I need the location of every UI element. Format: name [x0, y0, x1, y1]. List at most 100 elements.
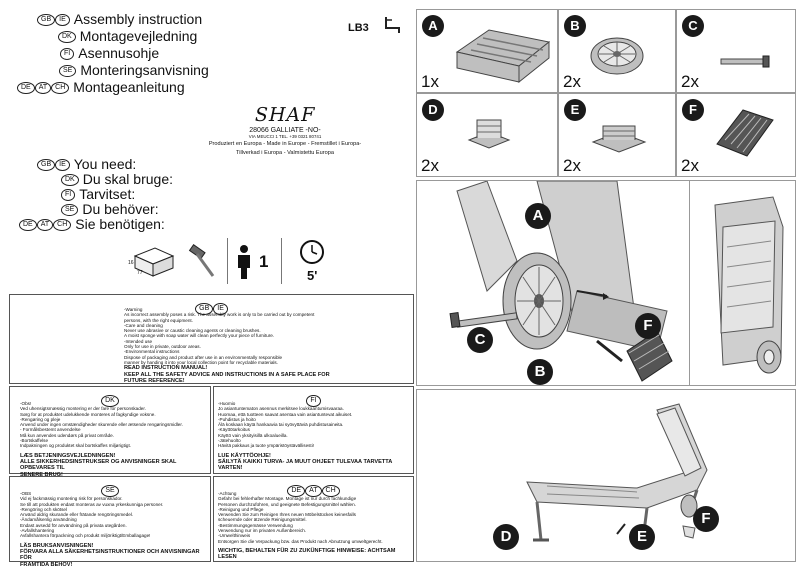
callout-d: D [493, 524, 519, 550]
assembly-step-panel: A C B F [416, 180, 796, 386]
part-cell-a: A 1x [416, 9, 558, 93]
box-icon [133, 247, 175, 277]
warning-text: -OBS Vid ej fackmässig montering risk fö… [20, 491, 210, 568]
badge-row: SE [10, 479, 210, 497]
line: -OBS [20, 491, 32, 496]
part-label: A [422, 15, 444, 37]
badge: FI [60, 47, 75, 60]
tools-row: 16 77 1 5' [125, 238, 345, 286]
line: -Bortskaffelse [20, 438, 48, 444]
part-quantity: 1x [421, 72, 439, 91]
part-label: C [682, 15, 704, 37]
badge: CH [51, 81, 70, 94]
line: LÄS BRUKSANVISNINGEN! [20, 542, 94, 549]
line: FUTURE REFERENCE! [124, 377, 185, 384]
line: -Umwelthinweis [218, 533, 251, 539]
need-row: DK Du skal bruge: [61, 172, 278, 187]
line: WICHTIG, BEHALTEN FÜR ZU ZUKÜNFTIGE HINW… [218, 547, 396, 561]
backrest-icon [455, 29, 551, 84]
badge: DK [58, 30, 76, 43]
badge: DE [287, 485, 306, 497]
part-cell-f: F 2x [676, 93, 796, 177]
wheel-assembly-illustration [449, 181, 673, 382]
sun-lounger-illustration [526, 403, 708, 542]
need-text: You need: [73, 156, 137, 172]
badge: SE [61, 203, 79, 216]
badge: SE [101, 485, 119, 497]
parts-grid: A 1x B 2x C 2x D [416, 9, 796, 177]
badge: IE [55, 13, 70, 26]
line: Only for use in private, outdoor areas. [124, 344, 201, 350]
line: Verwendung nur im privaten Außenbereich. [218, 528, 307, 534]
line: -Obs! [20, 401, 32, 406]
company-contact: VIA MEUCCI 1 TEL. +39 0321 80741 [248, 134, 322, 139]
line: Se till att produkten endast monteras av… [20, 501, 164, 507]
part-label: B [564, 15, 586, 37]
part-cell-d: D 2x [416, 93, 558, 177]
part-cell-c: C 2x [676, 9, 796, 93]
divider [689, 181, 690, 385]
line: Käyttö vain yksityisillä ulkoalueilla. [218, 432, 288, 438]
axle-pin-icon [720, 55, 770, 68]
line: KEEP ALL THE SAFETY ADVICE AND INSTRUCTI… [124, 371, 330, 378]
hammer-icon [188, 244, 215, 277]
line: READ INSTRUCTION MANUAL! [124, 365, 208, 372]
persons-count: 1 [259, 252, 269, 271]
part-cell-b: B 2x [558, 9, 676, 93]
part-label: E [564, 99, 586, 121]
line: -Achtung [218, 491, 237, 496]
line: SENERE BRUG! [20, 471, 63, 478]
line: ALLE SIKKERHEDSINSTRUKSER OG ANVISNINGER… [20, 458, 177, 472]
callout-f-2: F [693, 506, 719, 532]
box-dim-2: 77 [137, 270, 143, 276]
model-code: LB3 [348, 22, 369, 34]
badge: CH [53, 218, 72, 231]
warning-panel-se: SE -OBS Vid ej fackmässig montering risk… [9, 476, 211, 568]
divider [281, 238, 282, 284]
title-row: SE Monteringsanvisning [59, 63, 330, 78]
need-row: FI Tarvitset: [61, 187, 278, 202]
divider [227, 238, 228, 284]
badge: DE [19, 218, 37, 231]
line: LUE KÄYTTÖOHJE! [218, 452, 271, 459]
badge: FI [61, 188, 76, 201]
callout-a: A [525, 203, 551, 229]
warning-text: -Huomio Jo asiantuntematon asennus merki… [218, 401, 413, 472]
part-label: D [422, 99, 444, 121]
need-text: Du behöver: [82, 201, 159, 217]
warning-panel-dk: DK -Obs! Ved uhensigtsmæssig montering e… [9, 386, 211, 478]
line: LÆS BETJENINGSVEJLEDNINGEN! [20, 452, 116, 459]
line: Må kun anvendes udendørs på privat områd… [20, 432, 114, 438]
line: persons, with the right equipment. [124, 317, 193, 323]
line: A moist sponge with soap water will clea… [124, 333, 275, 339]
title-text: Montageanleitung [73, 79, 185, 95]
time-estimate: 5' [307, 268, 318, 283]
need-text: Sie benötigen: [75, 216, 165, 232]
line: As incorrect assembly poses a risk. The … [124, 312, 315, 318]
warning-text: -Obs! Ved uhensigtsmæssig montering er d… [20, 401, 210, 478]
line: Huomaa, että tuotteen saavat asentaa vai… [218, 411, 353, 417]
line: Never use abrasive or caustic cleaning a… [124, 328, 261, 334]
part-quantity: 2x [421, 156, 439, 175]
line: -Rengöring och skötsel [20, 506, 67, 512]
title-row: FI Asennusohje [60, 46, 330, 61]
callout-b: B [527, 359, 553, 385]
line: -Ändamålsenlig användning [20, 517, 77, 523]
company-address: 28066 GALLIATE -NO- [249, 127, 321, 134]
callout-c: C [467, 327, 493, 353]
badge: AT [305, 485, 322, 497]
badge: DE [17, 81, 35, 94]
title-text: Asennusohje [78, 45, 160, 61]
line: Personen durchzuführen, und geeignete Be… [218, 501, 356, 507]
badge: AT [34, 81, 52, 94]
